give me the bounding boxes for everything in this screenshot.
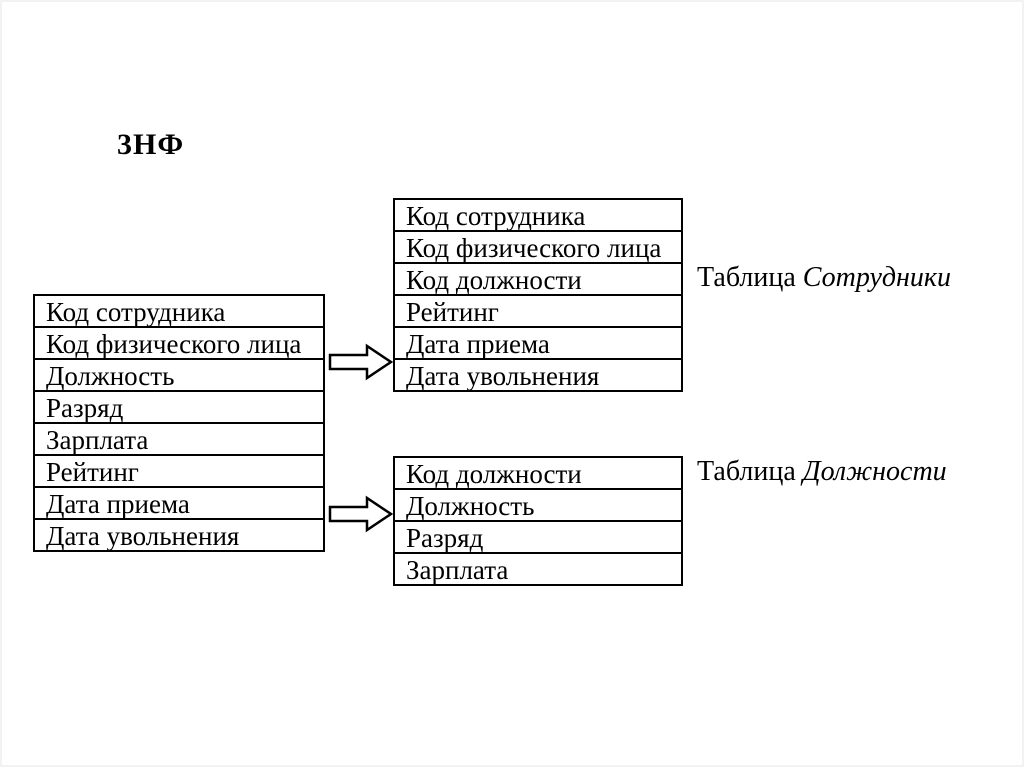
table-row: Дата увольнения (395, 360, 681, 390)
table-row: Код физического лица (35, 328, 323, 360)
table-row: Код сотрудника (395, 200, 681, 232)
attribute-label: Рейтинг (406, 296, 499, 327)
attribute-label: Зарплата (46, 424, 149, 455)
attribute-label: Код сотрудника (46, 296, 226, 327)
positions-table-label: Таблица Должности (697, 456, 947, 488)
table-row: Код физического лица (395, 232, 681, 264)
attribute-label: Должность (46, 360, 175, 391)
table-row: Должность (35, 360, 323, 392)
attribute-label: Должность (406, 490, 535, 521)
attribute-label: Разряд (406, 522, 484, 553)
table-row: Дата приема (395, 328, 681, 360)
table-row: Должность (395, 490, 681, 522)
table-row: Код должности (395, 458, 681, 490)
table-row: Дата приема (35, 488, 323, 520)
table-label-prefix: Таблица (697, 262, 803, 293)
source-attribute-table: Код сотрудника Код физического лица Долж… (33, 294, 325, 552)
table-row: Зарплата (35, 424, 323, 456)
attribute-label: Код физического лица (406, 232, 662, 263)
attribute-label: Рейтинг (46, 456, 139, 487)
table-row: Разряд (35, 392, 323, 424)
table-row: Разряд (395, 522, 681, 554)
table-label-name: Сотрудники (802, 262, 951, 293)
attribute-label: Код физического лица (46, 328, 302, 359)
table-label-prefix: Таблица (697, 456, 803, 487)
table-row: Зарплата (395, 554, 681, 584)
employees-table-label: Таблица Сотрудники (697, 262, 951, 294)
right-block-arrow-icon (328, 343, 394, 381)
attribute-label: Дата приема (46, 488, 190, 519)
table-row: Код должности (395, 264, 681, 296)
table-row: Дата увольнения (35, 520, 323, 550)
right-block-arrow-icon (328, 495, 394, 533)
table-row: Код сотрудника (35, 296, 323, 328)
page-title: 3НФ (117, 128, 185, 161)
positions-attribute-table: Код должности Должность Разряд Зарплата (393, 456, 683, 586)
table-row: Рейтинг (35, 456, 323, 488)
attribute-label: Дата приема (406, 328, 550, 359)
attribute-label: Дата увольнения (46, 520, 240, 550)
table-row: Рейтинг (395, 296, 681, 328)
table-label-name: Должности (802, 456, 947, 487)
attribute-label: Разряд (46, 392, 124, 423)
attribute-label: Код должности (406, 264, 582, 295)
employees-attribute-table: Код сотрудника Код физического лица Код … (393, 198, 683, 392)
attribute-label: Код должности (406, 458, 582, 489)
attribute-label: Зарплата (406, 554, 509, 584)
attribute-label: Дата увольнения (406, 360, 600, 390)
attribute-label: Код сотрудника (406, 200, 586, 231)
